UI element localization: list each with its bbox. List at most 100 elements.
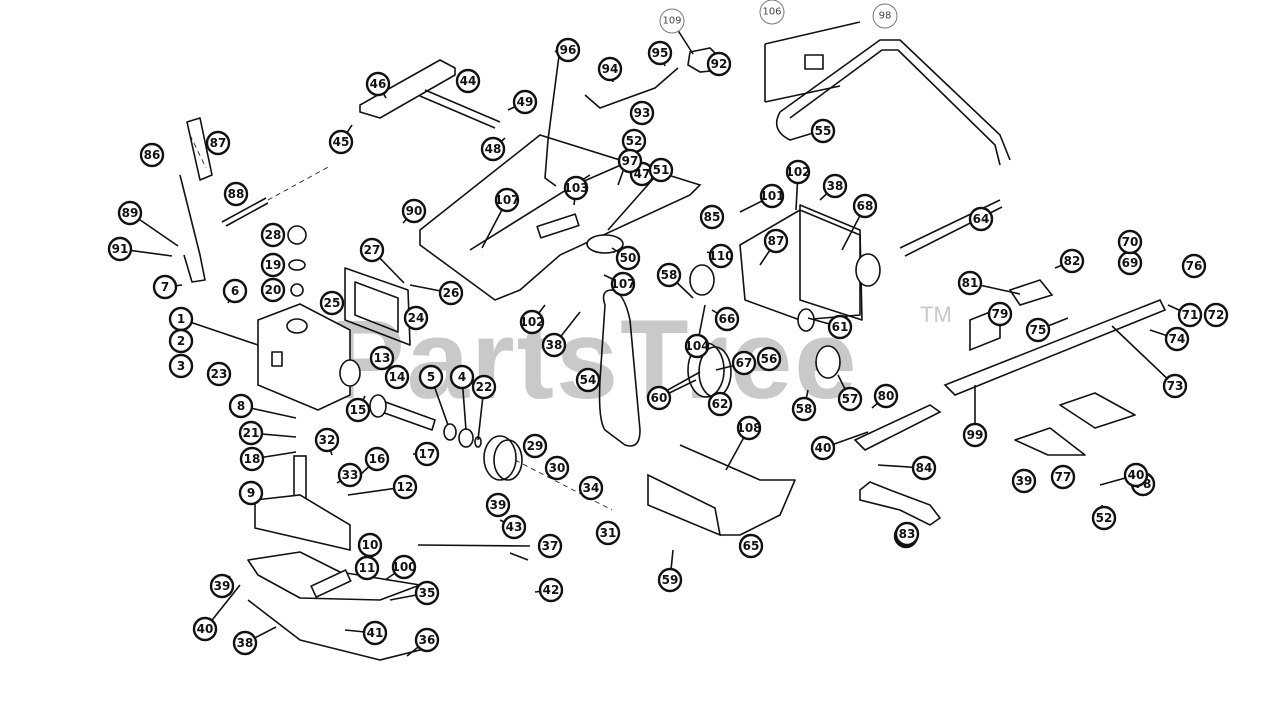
callout-93[interactable]: 93 xyxy=(629,100,655,126)
callout-64[interactable]: 64 xyxy=(968,206,994,232)
callout-3[interactable]: 3 xyxy=(168,353,194,379)
callout-57[interactable]: 57 xyxy=(837,374,863,412)
callout-71[interactable]: 71 xyxy=(1167,302,1203,328)
callout-9[interactable]: 9 xyxy=(238,480,264,506)
callout-92[interactable]: 92 xyxy=(706,51,732,77)
callout-75[interactable]: 75 xyxy=(1025,317,1069,343)
callout-37[interactable]: 37 xyxy=(537,533,563,559)
callout-42[interactable]: 42 xyxy=(534,577,564,603)
callout-102[interactable]: 102 xyxy=(785,159,811,211)
callout-84[interactable]: 84 xyxy=(877,455,937,481)
callout-35[interactable]: 35 xyxy=(389,580,440,606)
callout-101[interactable]: 101 xyxy=(739,183,785,213)
callout-24[interactable]: 24 xyxy=(403,305,429,331)
callout-2[interactable]: 2 xyxy=(168,328,194,354)
callout-21[interactable]: 21 xyxy=(238,420,297,446)
callout-38[interactable]: 38 xyxy=(232,626,277,656)
callout-109[interactable]: 109 xyxy=(659,8,694,55)
callout-58[interactable]: 58 xyxy=(656,262,694,299)
callout-69[interactable]: 69 xyxy=(1117,250,1143,276)
callout-59[interactable]: 59 xyxy=(657,549,683,593)
callout-45[interactable]: 45 xyxy=(328,124,354,155)
callout-82[interactable]: 82 xyxy=(1054,248,1085,274)
callout-83[interactable]: 83 xyxy=(894,521,920,547)
callout-97[interactable]: 97 xyxy=(581,148,643,183)
callout-95[interactable]: 95 xyxy=(647,40,673,67)
callout-100[interactable]: 100 xyxy=(384,554,417,581)
callout-26[interactable]: 26 xyxy=(409,280,464,306)
callout-68[interactable]: 68 xyxy=(841,193,878,251)
callout-44[interactable]: 44 xyxy=(455,68,481,94)
callout-72[interactable]: 72 xyxy=(1203,302,1229,328)
callout-20[interactable]: 20 xyxy=(260,277,286,303)
callout-50[interactable]: 50 xyxy=(611,245,641,271)
callout-5[interactable]: 5 xyxy=(418,364,449,426)
callout-38[interactable]: 38 xyxy=(541,311,581,358)
callout-89[interactable]: 89 xyxy=(117,200,179,247)
callout-88[interactable]: 88 xyxy=(223,181,249,207)
callout-19[interactable]: 19 xyxy=(260,252,286,278)
callout-27[interactable]: 27 xyxy=(359,237,405,284)
callout-106[interactable]: 106 xyxy=(759,0,785,25)
callout-80[interactable]: 80 xyxy=(871,383,899,409)
callout-39[interactable]: 39 xyxy=(1011,468,1037,494)
callout-8[interactable]: 8 xyxy=(228,393,297,419)
callout-6[interactable]: 6 xyxy=(222,278,248,304)
callout-49[interactable]: 49 xyxy=(507,89,538,115)
callout-7[interactable]: 7 xyxy=(152,274,183,300)
callout-86[interactable]: 86 xyxy=(139,142,165,168)
callout-102[interactable]: 102 xyxy=(519,304,546,335)
callout-77[interactable]: 77 xyxy=(1050,464,1076,490)
callout-107[interactable]: 107 xyxy=(603,271,636,297)
callout-81[interactable]: 81 xyxy=(957,270,1021,296)
callout-16[interactable]: 16 xyxy=(359,446,390,476)
callout-108[interactable]: 108 xyxy=(725,415,762,471)
callout-91[interactable]: 91 xyxy=(107,236,173,262)
callout-40[interactable]: 40 xyxy=(1099,462,1149,488)
callout-46[interactable]: 46 xyxy=(365,71,391,99)
callout-70[interactable]: 70 xyxy=(1117,229,1143,255)
callout-54[interactable]: 54 xyxy=(575,367,601,393)
callout-52[interactable]: 52 xyxy=(1091,504,1117,531)
callout-25[interactable]: 25 xyxy=(319,290,345,316)
callout-32[interactable]: 32 xyxy=(314,427,340,456)
callout-90[interactable]: 90 xyxy=(401,198,427,224)
callout-40[interactable]: 40 xyxy=(192,584,241,642)
callout-48[interactable]: 48 xyxy=(480,136,506,162)
callout-15[interactable]: 15 xyxy=(345,395,371,423)
callout-39[interactable]: 39 xyxy=(485,492,511,518)
callout-110[interactable]: 110 xyxy=(706,243,734,269)
callout-58[interactable]: 58 xyxy=(791,389,817,422)
callout-36[interactable]: 36 xyxy=(406,627,440,657)
callout-61[interactable]: 61 xyxy=(807,314,853,340)
callout-65[interactable]: 65 xyxy=(738,533,764,559)
callout-11[interactable]: 11 xyxy=(354,555,380,581)
callout-40[interactable]: 40 xyxy=(810,431,869,461)
callout-51[interactable]: 51 xyxy=(607,157,674,231)
callout-34[interactable]: 34 xyxy=(578,475,604,501)
callout-17[interactable]: 17 xyxy=(413,441,440,467)
callout-60[interactable]: 60 xyxy=(646,379,697,411)
callout-98[interactable]: 98 xyxy=(872,3,898,29)
callout-55[interactable]: 55 xyxy=(810,118,836,144)
callout-56[interactable]: 56 xyxy=(756,346,782,372)
callout-87[interactable]: 87 xyxy=(205,130,231,156)
callout-30[interactable]: 30 xyxy=(544,455,570,481)
callout-10[interactable]: 10 xyxy=(357,532,383,558)
callout-76[interactable]: 76 xyxy=(1181,253,1207,279)
callout-67[interactable]: 67 xyxy=(715,350,757,376)
callout-14[interactable]: 14 xyxy=(384,364,410,390)
callout-107[interactable]: 107 xyxy=(481,187,520,249)
callout-22[interactable]: 22 xyxy=(471,374,497,441)
callout-18[interactable]: 18 xyxy=(239,446,297,472)
callout-23[interactable]: 23 xyxy=(206,361,232,387)
callout-43[interactable]: 43 xyxy=(499,514,527,540)
callout-29[interactable]: 29 xyxy=(522,433,548,459)
callout-1[interactable]: 1 xyxy=(168,306,259,346)
callout-66[interactable]: 66 xyxy=(711,306,740,332)
callout-12[interactable]: 12 xyxy=(347,474,418,500)
callout-85[interactable]: 85 xyxy=(699,204,725,230)
callout-104[interactable]: 104 xyxy=(684,304,710,359)
callout-79[interactable]: 79 xyxy=(987,301,1013,327)
callout-87[interactable]: 87 xyxy=(759,228,789,266)
